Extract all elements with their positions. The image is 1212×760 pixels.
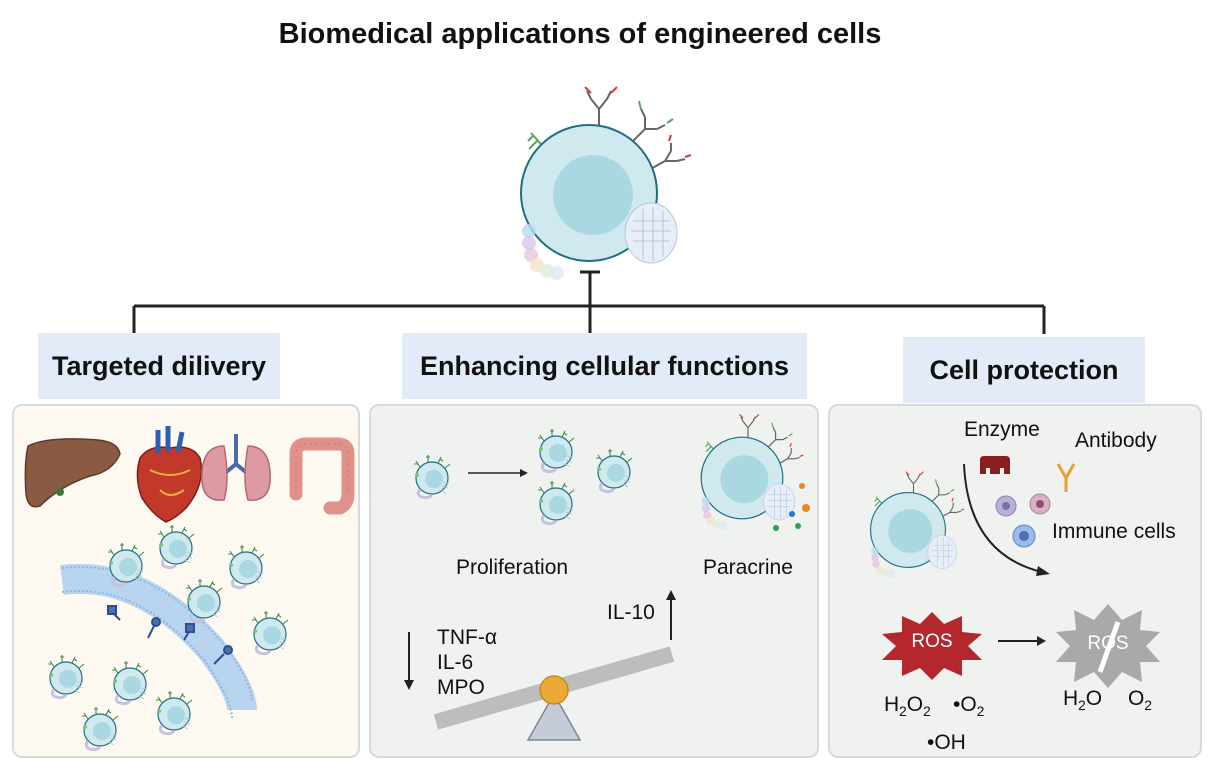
paracrine-cell-icon [700,413,804,531]
il10-label: IL-10 [607,601,655,624]
h2o2-sub2: 2 [923,704,931,720]
antibody-label: Antibody [1075,429,1157,452]
o2rad-base: •O [953,693,977,716]
ros-label: ROS [911,631,953,652]
mpo-label: MPO [437,676,485,699]
heart-icon [136,426,203,523]
h2o-end: O [1085,687,1103,710]
neutralized-ros-icon [1056,604,1160,688]
antibody-icon [1056,463,1076,492]
liver-icon [24,438,121,508]
vessel-membrane [60,563,257,719]
protected-cell-icon [870,471,965,579]
balance-icon [433,646,675,741]
lungs-icon [201,434,271,501]
o2-sub: 2 [1144,698,1152,714]
protection-header: Cell protection [903,337,1145,403]
tnf-label: TNF-α [437,626,497,649]
protection-arrow [963,463,1050,576]
ros-burst-icon [882,612,982,680]
h2o2-label: H2O2 [884,693,931,719]
up-arrow-icon [666,590,676,640]
page-title: Biomedical applications of engineered ce… [278,18,882,50]
immune-cells-icon [995,493,1051,548]
proliferation-cells [412,427,634,526]
proliferation-label: Proliferation [456,556,569,579]
protection-title: Cell protection [929,354,1119,385]
targeted-cells [46,523,290,752]
paracrine-label: Paracrine [703,556,793,579]
ros-arrow [998,636,1046,646]
h2o-base: H [1063,687,1079,710]
o2-base: O [1128,687,1145,710]
o2rad-sub: 2 [976,704,985,720]
enzyme-icon [980,456,1010,474]
targeted-title: Targeted dilivery [51,350,267,381]
h2o2-mid: O [906,693,924,716]
tree-connector [132,270,1046,334]
h2o-label: H2O [1063,687,1102,713]
enhancing-header: Enhancing cellular functions [402,333,807,399]
o2-label: O2 [1128,687,1152,713]
engineered-cell-icon [520,86,692,281]
h2o2-base: H [884,693,900,716]
enzyme-label: Enzyme [964,418,1040,441]
neutralized-ros-label: ROS [1087,633,1129,654]
paracrine-factors [773,483,810,531]
proliferation-arrow [468,469,528,477]
down-arrow-icon [404,632,414,690]
targeted-header: Targeted dilivery [38,333,280,399]
h2o2-sub1: 2 [899,704,907,720]
enhancing-title: Enhancing cellular functions [419,350,790,381]
il6-label: IL-6 [437,651,474,674]
colon-icon [289,437,355,515]
hydroxyl-label: •OH [927,731,966,754]
protection-panel [828,404,1202,758]
immune-cells-label: Immune cells [1052,520,1176,543]
superoxide-label: •O2 [953,693,984,719]
h2o-sub: 2 [1078,698,1086,714]
